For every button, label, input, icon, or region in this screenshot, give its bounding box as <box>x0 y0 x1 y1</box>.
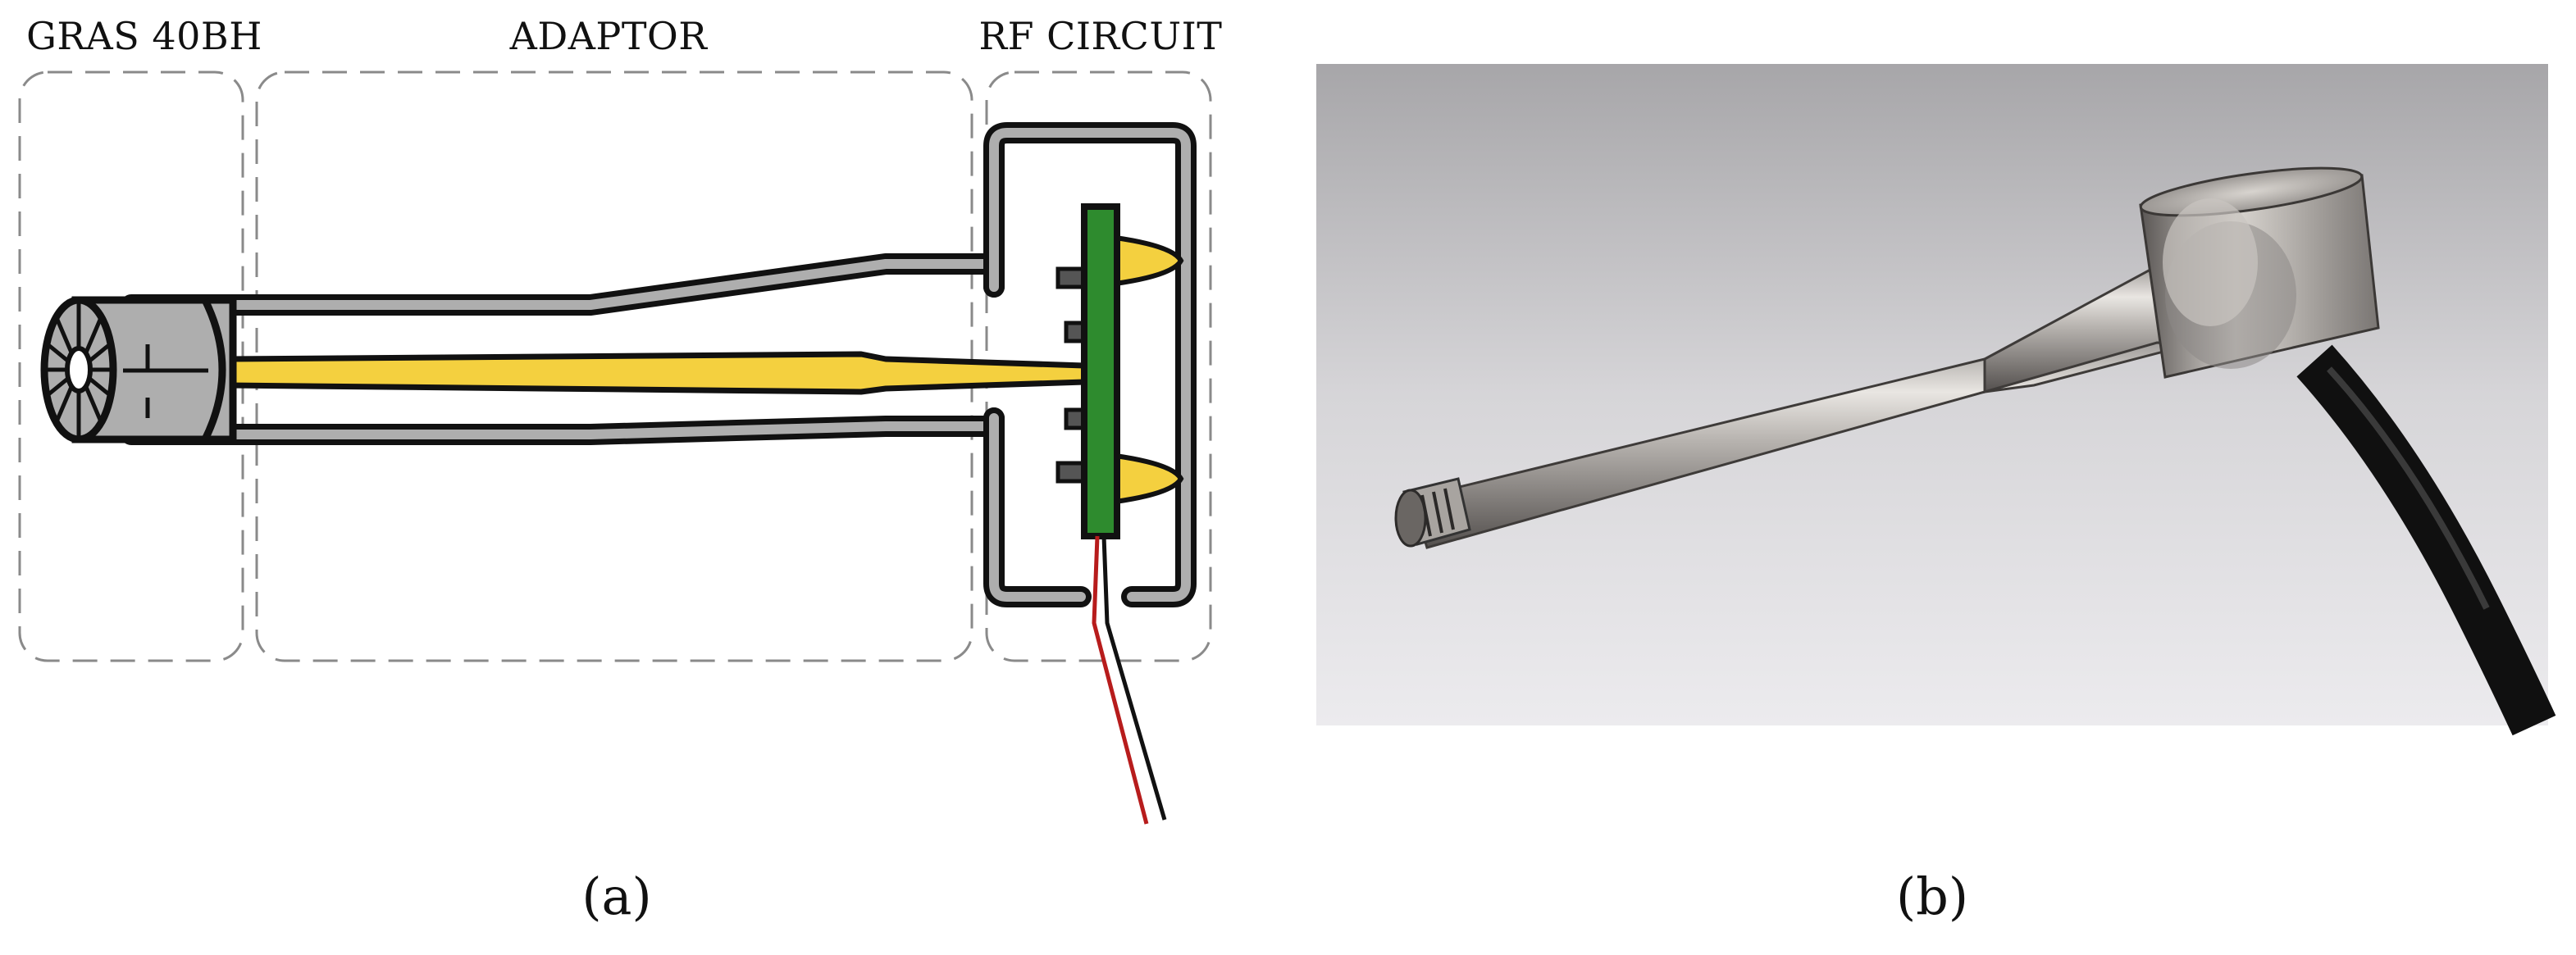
microphone-head <box>40 296 237 443</box>
pcb-board <box>1081 203 1120 539</box>
spring-contacts <box>1113 234 1184 505</box>
panel-a-caption: (a) <box>581 866 651 926</box>
photo-mic-tip <box>1394 477 1471 548</box>
region-label-gras: GRAS 40BH <box>26 14 262 58</box>
panel-b-photo: (b) <box>1316 64 2556 926</box>
region-label-rf-circuit: RF CIRCUIT <box>979 14 1223 58</box>
rf-housing <box>983 122 1197 607</box>
output-wires <box>1092 535 1167 825</box>
photo-cable <box>2296 344 2556 736</box>
photo-disc-housing <box>2139 166 2380 379</box>
panel-a-diagram: GRAS 40BH ADAPTOR RF CIRCUIT <box>18 14 1223 926</box>
probe-needle <box>225 351 1087 395</box>
region-label-adaptor: ADAPTOR <box>509 14 709 58</box>
adaptor-tube <box>121 253 1005 445</box>
region-box-gras <box>18 70 244 662</box>
panel-b-caption: (b) <box>1896 866 1968 926</box>
